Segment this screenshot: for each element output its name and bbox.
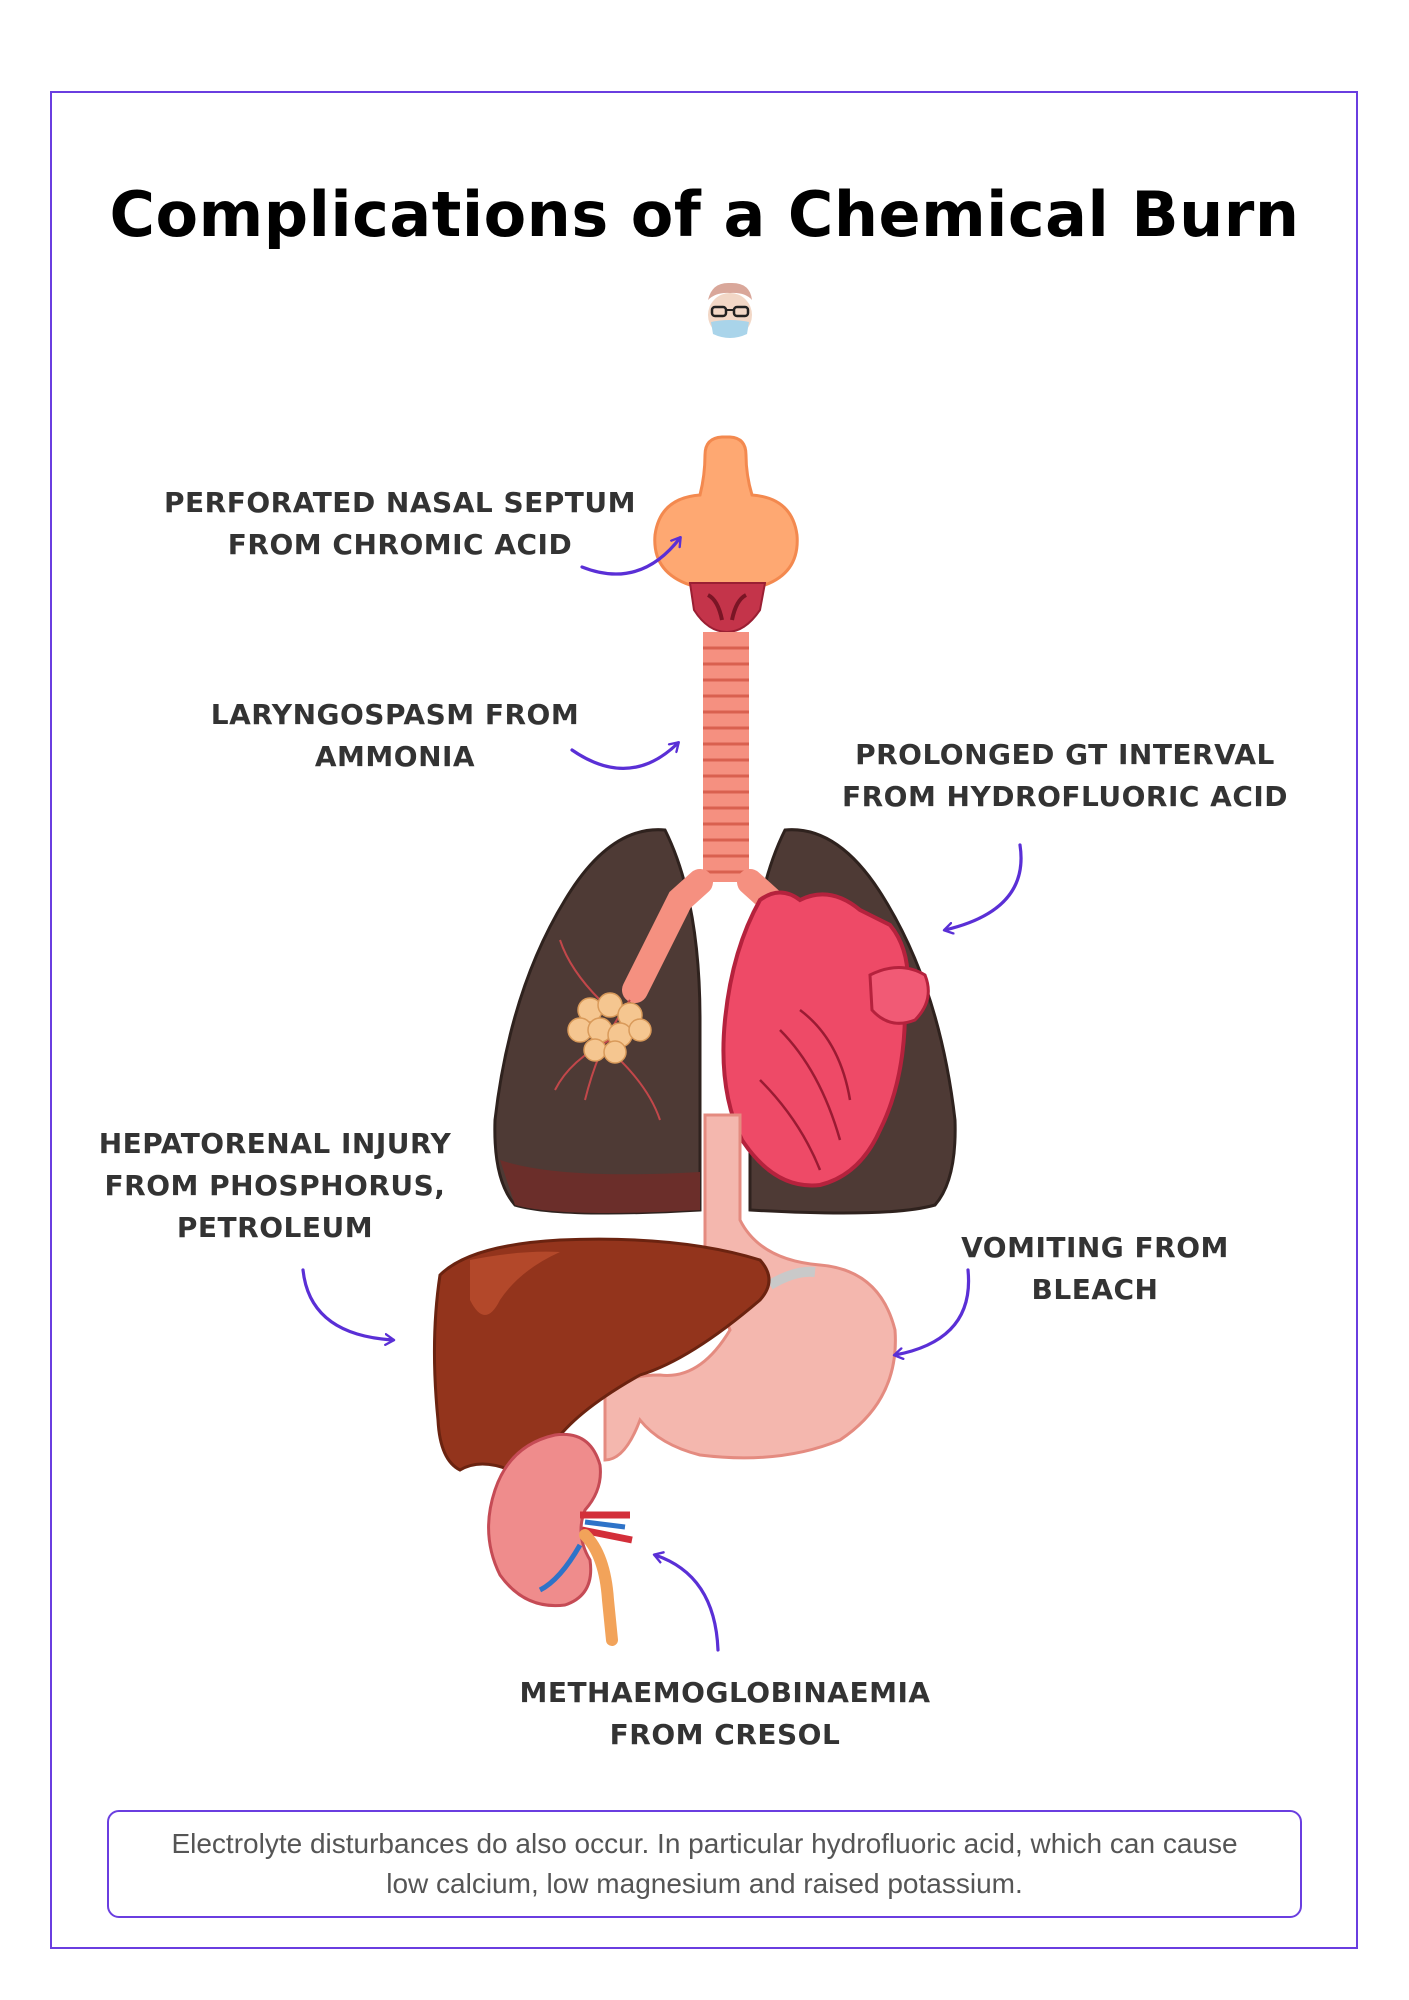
- label-prolonged-qt: Prolonged GT intervalfrom hydrofluoric a…: [841, 738, 1289, 813]
- label-hepatorenal-injury: Hepatorenal injuryfrom phosphorus,petrol…: [98, 1127, 452, 1244]
- arrow-larynx: [570, 743, 678, 770]
- lymph-nodes: [567, 992, 652, 1064]
- arrow-nasal: [580, 538, 680, 576]
- heart: [721, 890, 930, 1188]
- kidney: [487, 1432, 633, 1646]
- arrow-stomach: [895, 1268, 971, 1355]
- page-frame: [50, 91, 1358, 1949]
- arrow-heart: [945, 843, 1023, 930]
- arrow-liver: [301, 1268, 393, 1340]
- page-title: Complications of a Chemical Burn: [109, 178, 1300, 251]
- electrolyte-note-line-1: Electrolyte disturbances do also occur. …: [171, 1828, 1238, 1859]
- label-vomiting: Vomiting frombleach: [961, 1231, 1229, 1306]
- label-methaemoglobinaemia: Methaemoglobinaemiafrom cresol: [519, 1676, 931, 1751]
- liver: [432, 1237, 771, 1475]
- trachea: [703, 632, 749, 882]
- arrow-kidney: [655, 1555, 720, 1652]
- label-nasal-septum: Perforated nasal septumfrom chromic acid: [164, 486, 636, 561]
- electrolyte-note: Electrolyte disturbances do also occur. …: [107, 1810, 1302, 1918]
- nasal-cavity: [653, 435, 799, 634]
- electrolyte-note-line-2: low calcium, low magnesium and raised po…: [386, 1868, 1023, 1899]
- pointer-arrows: [301, 538, 1023, 1652]
- label-laryngospasm: Laryngospasm fromammonia: [210, 698, 580, 773]
- doctor-avatar-icon: [708, 282, 752, 338]
